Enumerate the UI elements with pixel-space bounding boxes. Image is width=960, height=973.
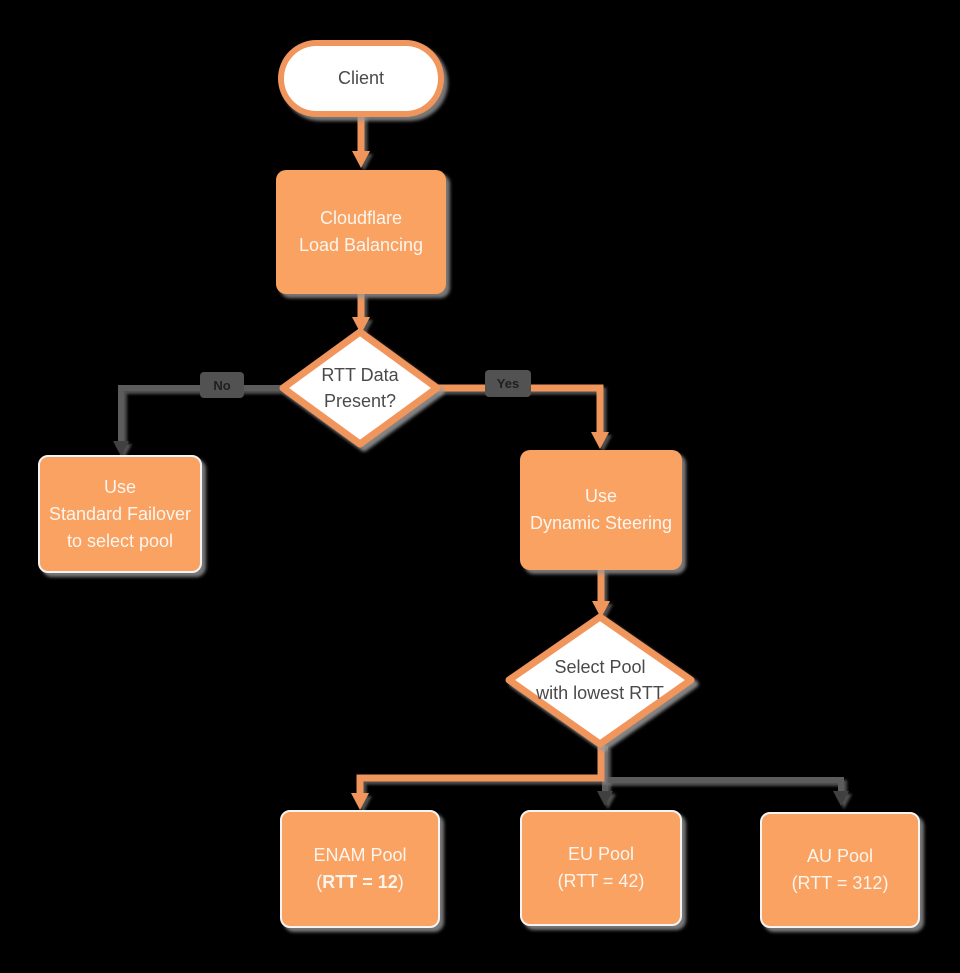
enam-pool-line1: ENAM Pool [313,845,407,865]
branch-label-no: No [200,372,244,398]
enam-pool-rtt-suffix: ) [397,872,404,892]
dynamic-steering-line2: Dynamic Steering [529,513,673,533]
rtt-decision-diamond [279,328,441,448]
load-balancer-line2: Load Balancing [298,235,424,255]
pool-decision-label: Select Pool with lowest RTT [505,648,695,712]
rtt-decision-line2: Present? [323,391,397,411]
eu-pool-line2: (RTT = 42) [557,871,645,891]
rtt-decision-line1: RTT Data [321,365,399,385]
standard-failover-line3: to select pool [66,530,174,551]
arrowhead-yes-to-dynamic-steering [591,432,609,449]
pool-decision-line1: Select Pool [554,657,646,677]
enam-pool-line2: (RTT = 12) [316,869,404,896]
enam-pool-rtt-prefix: ( [316,872,323,892]
standard-failover-line2: Standard Failover [48,503,192,524]
pool-decision-line2: with lowest RTT [536,683,664,703]
arrowhead-pool-decision-to-eu-pool [597,791,613,806]
pool-decision-diamond [505,613,695,748]
client-label: Client [337,68,385,88]
enam-pool-rtt-value: RTT = 12 [322,872,398,892]
rtt-decision-label: RTT Data Present? [280,356,440,420]
standard-failover-line1: Use [103,476,136,497]
node-au-pool: AU Pool (RTT = 312) [760,812,920,928]
node-standard-failover: Use Standard Failover to select pool [38,455,202,573]
dynamic-steering-line1: Use [584,486,617,506]
node-eu-pool: EU Pool (RTT = 42) [520,810,682,926]
arrowhead-pool-decision-to-au-pool [833,791,849,806]
load-balancer-line1: Cloudflare [319,208,403,228]
branch-label-yes-text: Yes [496,376,520,391]
arrowhead-loadbalancer-to-rtt-decision [352,317,370,334]
node-load-balancer: Cloudflare Load Balancing [276,170,446,294]
edge-pool-decision-to-enam-pool [356,742,605,794]
eu-pool-line1: EU Pool [567,844,635,864]
node-dynamic-steering: Use Dynamic Steering [520,450,682,570]
arrowhead-dynamic-steering-to-pool-decision [592,601,610,618]
au-pool-line1: AU Pool [806,846,874,866]
arrowhead-pool-decision-to-enam-pool [351,793,369,810]
branch-label-no-text: No [213,377,231,393]
branch-label-yes: Yes [485,370,531,397]
arrowhead-client-to-loadbalancer [352,151,370,168]
au-pool-line2: (RTT = 312) [791,873,889,893]
edge-pool-decision-to-au-pool [605,777,844,792]
node-enam-pool: ENAM Pool (RTT = 12) [280,810,440,928]
node-client: Client [278,40,444,117]
arrowhead-no-to-standard-failover [113,441,129,456]
